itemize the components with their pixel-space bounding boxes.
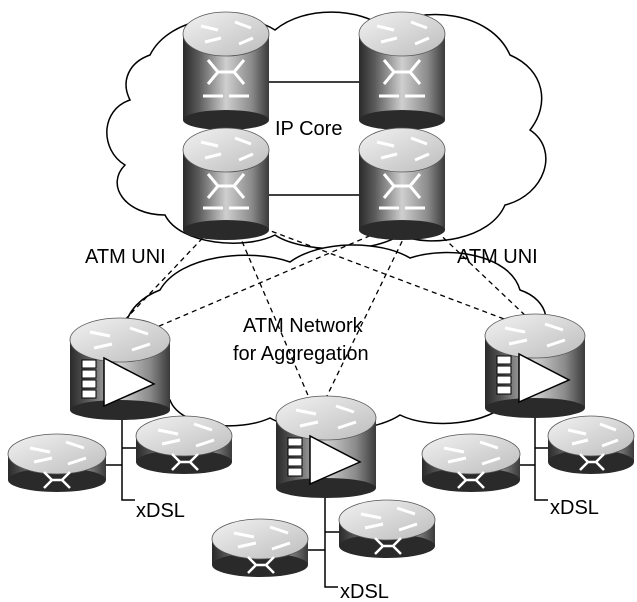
arrows-icon (233, 525, 291, 551)
right-access-line (534, 400, 548, 501)
switch-icon (379, 173, 425, 210)
switch-icon (457, 471, 485, 489)
atm-switch-center[interactable] (275, 395, 377, 498)
ip-core-label: IP Core (275, 118, 342, 140)
atm-uni-left-label: ATM UNI (85, 246, 166, 268)
arrows-icon (567, 422, 619, 448)
edge-router-right-1[interactable] (421, 433, 521, 492)
edge-router-center-2[interactable] (338, 499, 436, 558)
arrows-icon (376, 20, 430, 46)
core-router-top-right[interactable] (358, 11, 446, 130)
atm-switch-right[interactable] (484, 313, 586, 418)
atm-virtual-links (119, 224, 531, 401)
atm-switch-left[interactable] (69, 317, 171, 420)
switch-icon (379, 59, 425, 98)
arrows-icon (200, 136, 254, 162)
arrows-icon (376, 136, 430, 162)
core-router-top-left[interactable] (182, 11, 270, 130)
xdsl-center-label: xDSL (340, 581, 389, 602)
arrows-icon (360, 506, 418, 532)
edge-router-right-2[interactable] (547, 415, 635, 474)
arrows-icon (200, 20, 254, 46)
switch-icon (203, 59, 249, 98)
switch-icon (43, 471, 71, 489)
arrows-icon (295, 404, 357, 430)
switch-icon (203, 173, 249, 210)
left-access-line (121, 400, 135, 501)
play-icon (103, 356, 156, 408)
vlink-5 (324, 224, 411, 401)
arrows-icon (89, 326, 151, 352)
center-access-line (324, 485, 338, 588)
switch-icon (247, 556, 275, 574)
vlink-3 (254, 224, 521, 326)
play-icon (518, 352, 571, 404)
xdsl-left-label: xDSL (136, 500, 185, 522)
arrows-icon (157, 422, 215, 448)
vlink-2 (234, 224, 311, 401)
atm-network-label-line2: for Aggregation (233, 343, 369, 365)
vlink-6 (429, 224, 531, 321)
arrows-icon (504, 322, 566, 348)
xdsl-right-label: xDSL (550, 497, 599, 519)
play-icon (309, 434, 362, 486)
vlink-1 (119, 224, 216, 326)
queue-icon (81, 359, 97, 399)
queue-icon (496, 355, 512, 395)
atm-uni-right-label: ATM UNI (457, 246, 538, 268)
edge-router-center-1[interactable] (211, 518, 309, 577)
switch-icon (374, 537, 402, 555)
core-router-bottom-right[interactable] (358, 127, 446, 240)
arrows-icon (443, 440, 501, 466)
atm-network-label-line1: ATM Network (243, 315, 364, 337)
edge-router-left-2[interactable] (135, 415, 233, 474)
switch-icon (579, 453, 605, 471)
edge-router-left-1[interactable] (7, 433, 107, 492)
switch-icon (171, 453, 199, 471)
queue-icon (287, 437, 303, 477)
core-router-bottom-left[interactable] (182, 127, 270, 240)
arrows-icon (29, 440, 87, 466)
